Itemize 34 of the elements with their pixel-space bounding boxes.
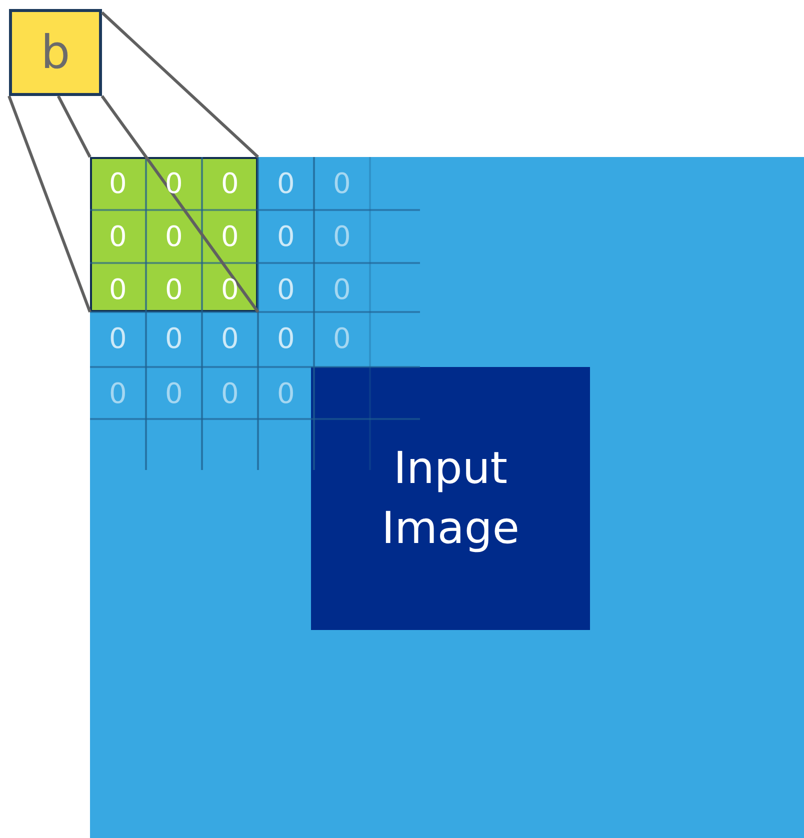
cell-value: 0 bbox=[165, 323, 183, 355]
cell-value: 0 bbox=[333, 168, 351, 200]
node-text: Input Image bbox=[380, 442, 520, 556]
cell-value: 0 bbox=[277, 274, 295, 306]
cell-value: 0 bbox=[165, 378, 183, 410]
padded-grid bbox=[90, 157, 804, 838]
connector-line bbox=[8, 95, 92, 313]
cell-value: 0 bbox=[277, 168, 295, 200]
cell-value: 0 bbox=[109, 221, 127, 253]
connector-line bbox=[100, 95, 260, 313]
cell-value: 0 bbox=[109, 378, 127, 410]
cell-value: 0 bbox=[165, 274, 183, 306]
node-text: b bbox=[40, 24, 70, 81]
cell-value: 0 bbox=[333, 274, 351, 306]
cell-value: 0 bbox=[165, 221, 183, 253]
cell-value: 0 bbox=[221, 274, 239, 306]
cell-value: 0 bbox=[277, 378, 295, 410]
cell-value: 0 bbox=[277, 221, 295, 253]
cell-value: 0 bbox=[333, 323, 351, 355]
cell-value: 0 bbox=[333, 221, 351, 253]
connector-line bbox=[100, 11, 260, 158]
cell-value: 0 bbox=[109, 168, 127, 200]
cell-value: 0 bbox=[109, 274, 127, 306]
image-box bbox=[311, 367, 590, 630]
cell-value: 0 bbox=[221, 378, 239, 410]
connector-line bbox=[56, 95, 92, 158]
cell-value: 0 bbox=[109, 323, 127, 355]
cell-value: 0 bbox=[221, 323, 239, 355]
bias-box bbox=[9, 9, 102, 96]
cell-value: 0 bbox=[165, 168, 183, 200]
cell-value: 0 bbox=[221, 168, 239, 200]
cell-value: 0 bbox=[277, 323, 295, 355]
cell-value: 0 bbox=[221, 221, 239, 253]
kernel-region bbox=[90, 157, 258, 312]
